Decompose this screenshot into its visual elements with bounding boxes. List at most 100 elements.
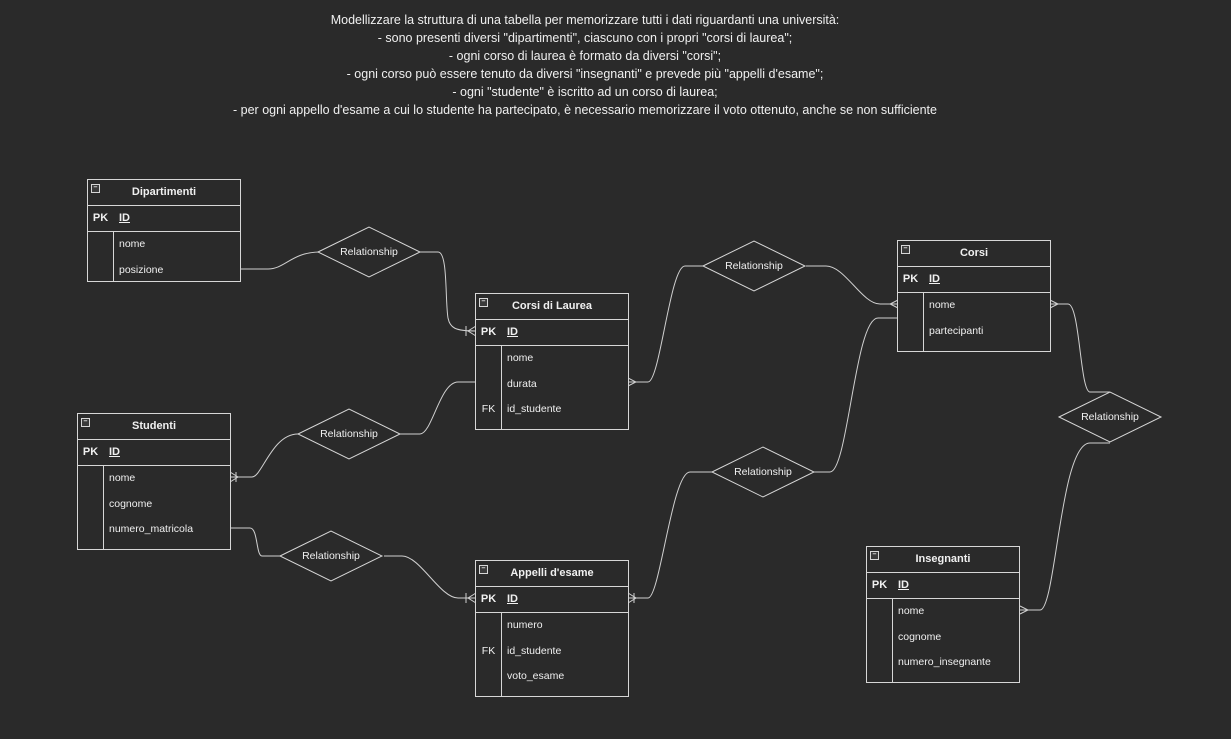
cardinality-one-or-many-marker (229, 471, 239, 483)
entity-header[interactable]: – Appelli d'esame (476, 561, 628, 587)
field-name: nome (898, 605, 925, 617)
pk-field: ID (507, 326, 518, 338)
field-row[interactable]: nome (898, 293, 1050, 319)
entity-header[interactable]: – Corsi (898, 241, 1050, 267)
connector-rel-corsi-2[interactable] (814, 317, 898, 473)
relationship-label: Relationship (734, 466, 792, 478)
pk-field: ID (898, 579, 909, 591)
field-name: id_studente (507, 644, 562, 657)
field-name: id_studente (507, 403, 562, 415)
primary-key-row[interactable]: PK ID (867, 573, 1019, 599)
collapse-icon[interactable]: – (91, 184, 100, 193)
entity-dipartimenti[interactable]: – Dipartimenti PK ID nome posizione (87, 179, 241, 282)
field-row[interactable]: voto_esame (476, 664, 628, 690)
relationship-diamond[interactable] (701, 240, 807, 292)
field-name: nome (507, 352, 534, 364)
field-key: FK (481, 644, 496, 657)
field-name: numero (507, 619, 543, 631)
entity-title: Appelli d'esame (510, 567, 594, 579)
field-row[interactable]: posizione (88, 258, 240, 284)
pk-label: PK (480, 326, 497, 338)
relationship-diamond[interactable] (278, 530, 384, 582)
pk-label: PK (82, 446, 99, 458)
field-row[interactable]: nome (88, 232, 240, 258)
field-row[interactable]: FK id_studente (476, 639, 628, 665)
connector-rel-corsi-laurea-2[interactable] (400, 381, 476, 435)
primary-key-row[interactable]: PK ID (476, 320, 628, 346)
field-row[interactable]: durata (476, 372, 628, 398)
cardinality-many-marker (627, 377, 638, 387)
field-name: durata (507, 377, 537, 390)
connector-rel-appelli[interactable] (384, 555, 476, 599)
primary-key-row[interactable]: PK ID (78, 440, 230, 466)
primary-key-row[interactable]: PK ID (898, 267, 1050, 293)
entity-header[interactable]: – Studenti (78, 414, 230, 440)
relationship-diamond[interactable] (710, 446, 816, 498)
field-row[interactable]: nome (867, 599, 1019, 625)
connector-corsi-rel[interactable] (1050, 303, 1110, 393)
field-row[interactable]: partecipanti (898, 319, 1050, 345)
field-row[interactable]: numero (476, 613, 628, 639)
field-name: numero_insegnante (898, 656, 991, 668)
entity-corsi-di-laurea[interactable]: – Corsi di Laurea PK ID nome durata FK i… (475, 293, 629, 430)
field-name: cognome (109, 497, 153, 510)
collapse-icon[interactable]: – (870, 551, 879, 560)
cardinality-one-or-many-marker (627, 592, 637, 604)
pk-label: PK (92, 212, 109, 224)
relationship-label: Relationship (1081, 411, 1139, 423)
connector-studenti-rel-2[interactable] (230, 527, 282, 557)
field-row[interactable]: cognome (867, 625, 1019, 651)
field-row[interactable]: FK id_studente (476, 397, 628, 423)
entity-corsi[interactable]: – Corsi PK ID nome partecipanti (897, 240, 1051, 352)
field-row[interactable]: nome (78, 466, 230, 492)
connector-dipartimenti-rel[interactable] (241, 251, 321, 270)
primary-key-row[interactable]: PK ID (476, 587, 628, 613)
connector-corsi-laurea-rel[interactable] (628, 265, 704, 383)
cardinality-one-or-many-marker (465, 592, 477, 604)
relationship-label: Relationship (340, 246, 398, 258)
connector-rel-insegnanti[interactable] (1020, 442, 1110, 611)
connector-rel-corsi[interactable] (806, 265, 898, 305)
field-row[interactable]: numero_insegnante (867, 650, 1019, 676)
description-line: - per ogni appello d'esame a cui lo stud… (233, 103, 937, 117)
entity-appelli-d-esame[interactable]: – Appelli d'esame PK ID numero FK id_stu… (475, 560, 629, 697)
field-row[interactable]: nome (476, 346, 628, 372)
connector-appelli-rel[interactable] (628, 471, 712, 599)
field-name: partecipanti (929, 324, 984, 337)
entity-header[interactable]: – Insegnanti (867, 547, 1019, 573)
collapse-icon[interactable]: – (81, 418, 90, 427)
description-line: Modellizzare la struttura di una tabella… (330, 13, 840, 27)
collapse-icon[interactable]: – (479, 565, 488, 574)
field-name: nome (929, 299, 956, 311)
field-row[interactable]: numero_matricola (78, 517, 230, 543)
connector-studenti-rel[interactable] (230, 433, 299, 478)
primary-key-row[interactable]: PK ID (88, 206, 240, 232)
relationship-diamond[interactable] (316, 226, 422, 278)
entity-studenti[interactable]: – Studenti PK ID nome cognome numero_mat… (77, 413, 231, 550)
field-row[interactable]: cognome (78, 492, 230, 518)
connector-rel-corsi-laurea[interactable] (420, 251, 477, 332)
entity-title: Dipartimenti (131, 186, 197, 198)
field-name: cognome (898, 630, 942, 643)
cardinality-many-marker (1049, 299, 1060, 309)
description-line: - ogni corso di laurea è formato da dive… (448, 49, 722, 63)
collapse-icon[interactable]: – (901, 245, 910, 254)
relationship-label: Relationship (320, 428, 378, 440)
relationship-diamond[interactable] (1057, 391, 1163, 443)
relationship-diamond[interactable] (296, 408, 402, 460)
entity-header[interactable]: – Dipartimenti (88, 180, 240, 206)
field-name: nome (109, 472, 136, 484)
pk-field: ID (109, 446, 120, 458)
pk-field: ID (929, 273, 940, 285)
entity-header[interactable]: – Corsi di Laurea (476, 294, 628, 320)
field-name: posizione (119, 263, 164, 276)
pk-field: ID (507, 593, 518, 605)
entity-title: Studenti (132, 420, 176, 432)
pk-field: ID (119, 212, 130, 224)
description-line: - ogni "studente" è iscritto ad un corso… (452, 85, 718, 99)
entity-insegnanti[interactable]: – Insegnanti PK ID nome cognome numero_i… (866, 546, 1020, 683)
collapse-icon[interactable]: – (479, 298, 488, 307)
pk-label: PK (871, 579, 888, 591)
pk-label: PK (480, 593, 497, 605)
